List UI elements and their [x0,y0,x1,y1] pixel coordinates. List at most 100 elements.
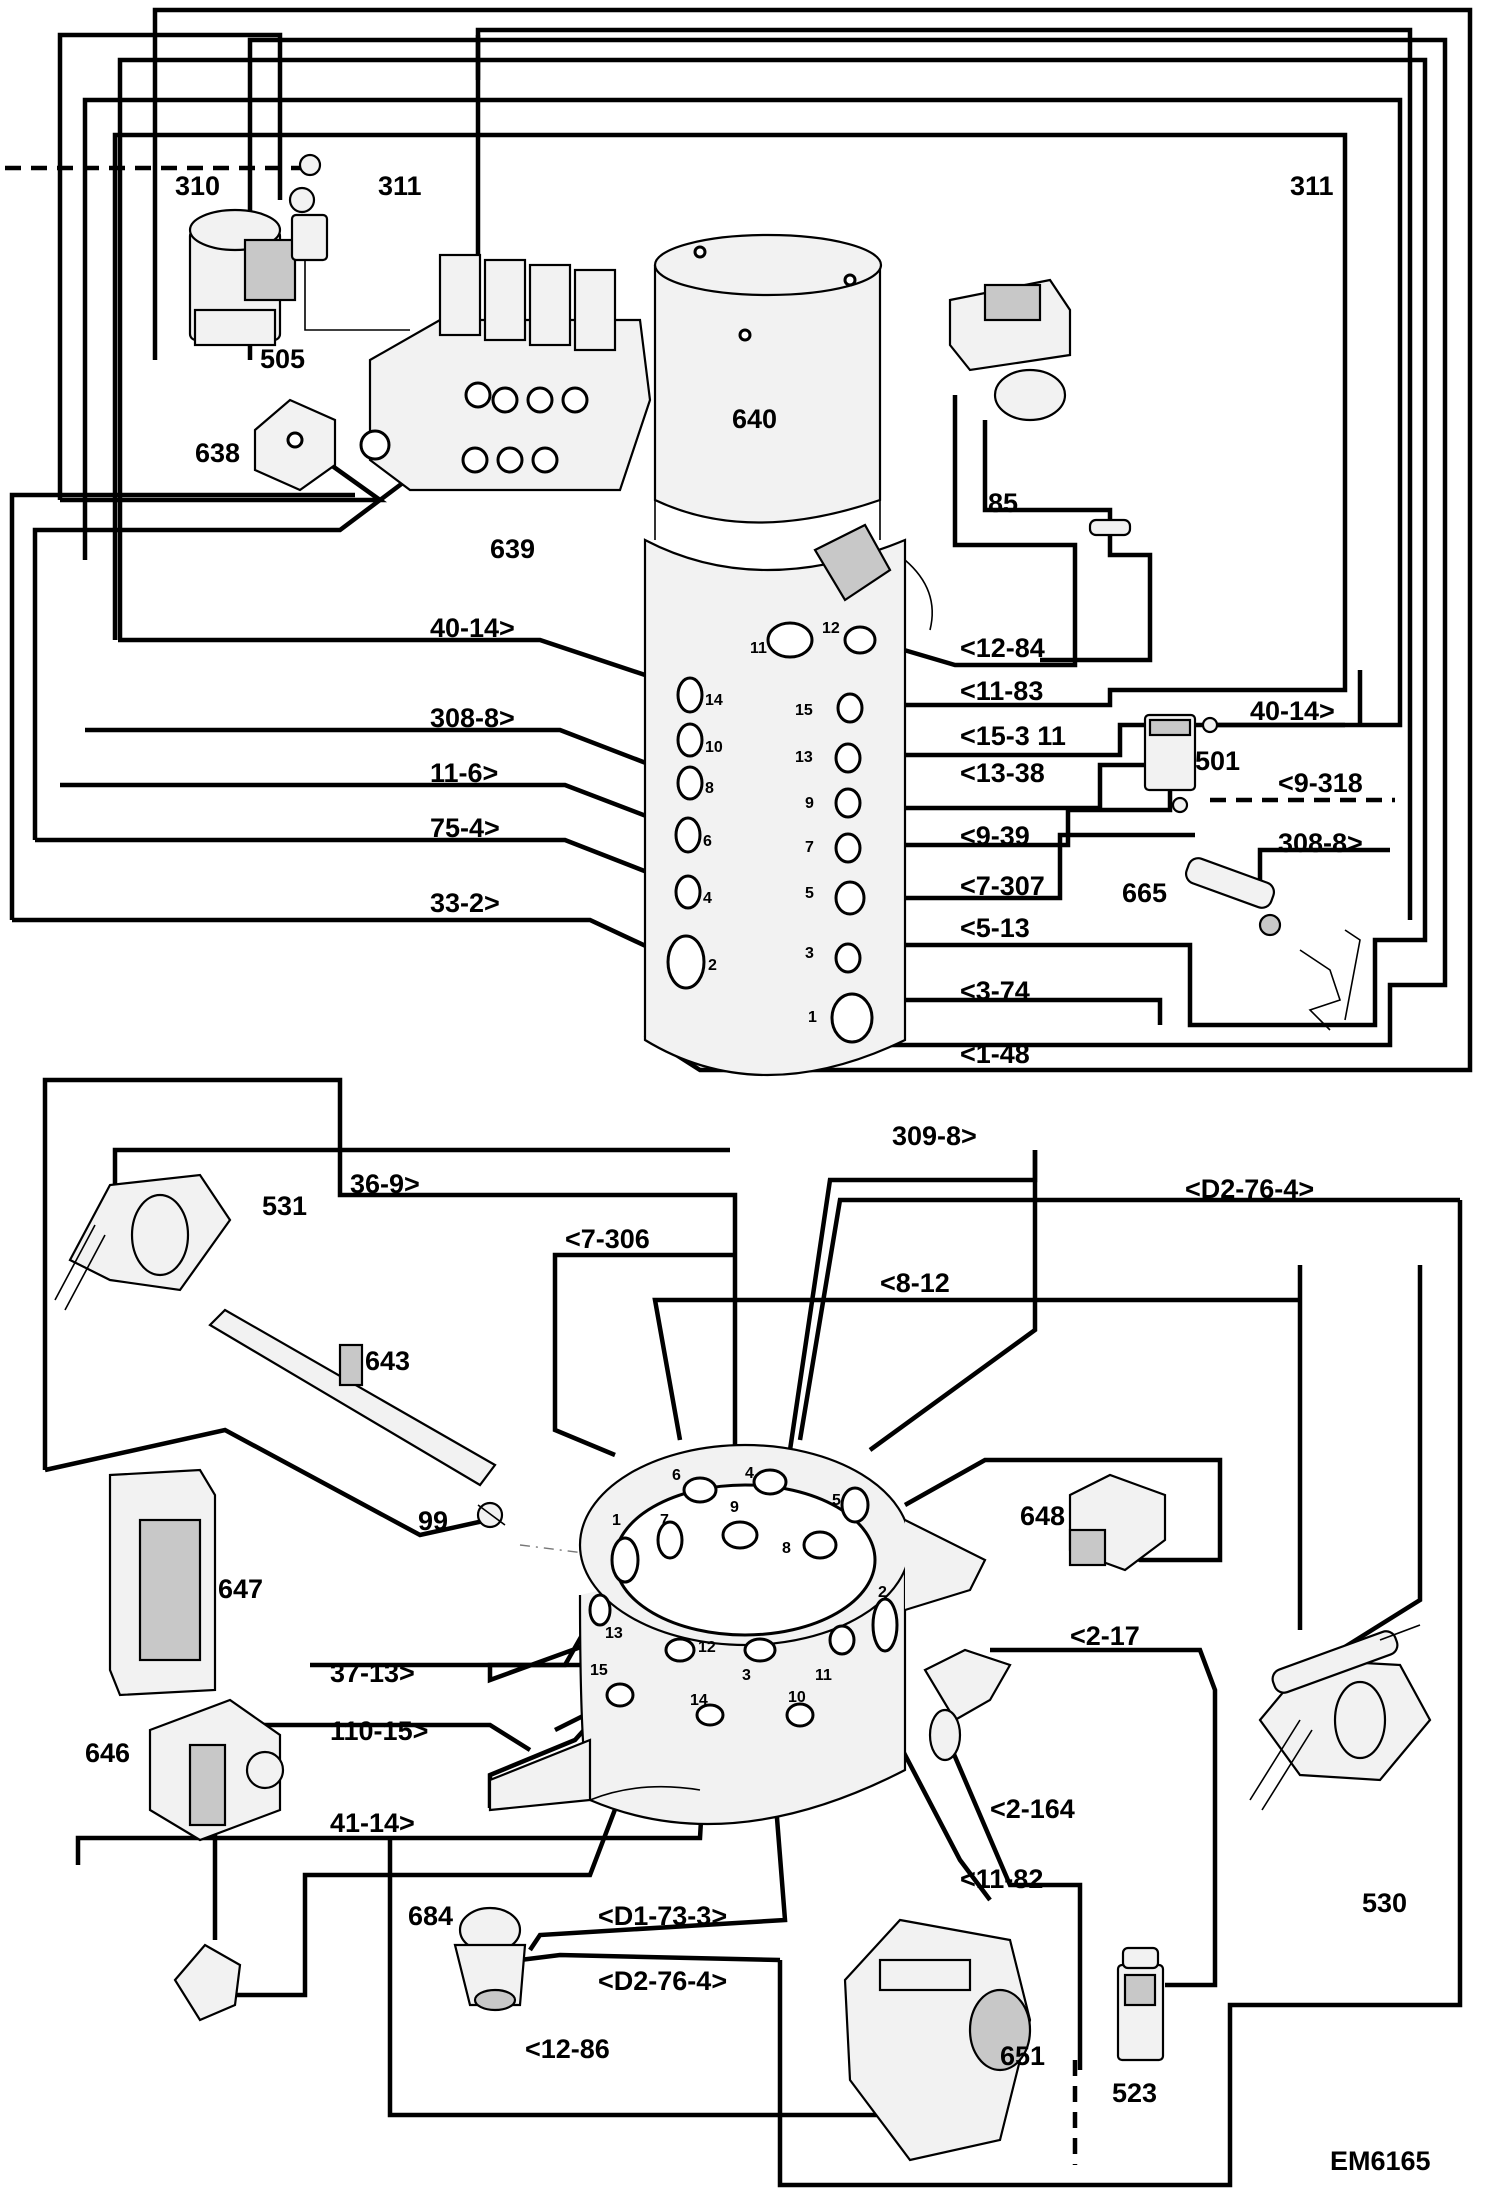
wire-99 [44,1427,489,1538]
component-684 [453,1906,527,2012]
ring-ports [588,1468,899,1728]
valve-section-3 [528,263,572,347]
wire-D2-76-4-right [777,1200,1463,2188]
relay-501-cap [1148,718,1192,737]
label-85: 85 [988,488,1018,518]
fitting-99-arm [477,1504,506,1526]
ring-port-7 [656,1520,684,1560]
pump-646-section [188,1743,227,1827]
tower-port-num: 4 [703,890,712,907]
component-643 [208,1308,497,1487]
label-41-14: 41-14> [330,1808,415,1838]
pressure-switch-311 [290,213,329,262]
valve-648-coil [1068,1528,1107,1567]
label-40-14-right: 40-14> [1250,696,1335,726]
ring-port-num: 8 [782,1540,791,1557]
axle-530-hub [1333,1680,1387,1760]
tank-bolt [843,273,857,287]
label-7-307: <7-307 [960,871,1045,901]
tank-cylinder [653,265,882,524]
wire-8-12 [652,1297,1300,1441]
component-651 [843,1918,1032,2162]
ring-port-num: 7 [660,1512,669,1529]
cylinder-rod [1379,1624,1421,1641]
tee-fitting-311 [298,153,322,177]
pump-651-rail [878,1958,972,1992]
ring-port-num: 6 [672,1467,681,1484]
valve-665-bracket [1344,929,1361,1021]
axle-530-shaft [1249,1719,1313,1811]
label-36-9: 36-9> [350,1169,420,1199]
wire-11-83 [112,132,1348,708]
valve-section-2 [483,258,527,342]
wire-2-164 [947,1744,1083,2070]
filter-body [928,1708,962,1762]
tower-port-11 [766,621,814,659]
tower-port-13 [834,742,862,774]
component-530 [1249,1658,1432,1811]
wire-12-84 [869,395,1078,668]
tower-port-num: 12 [822,620,840,637]
label-99: 99 [418,1506,448,1536]
tower-port-14 [676,676,704,714]
component-646 [148,1698,285,1842]
wire-530 [1298,1265,1423,1677]
tower-port-num: 2 [708,957,717,974]
wire-85 [982,420,1153,663]
cylinder [1271,1630,1399,1694]
ring-port-num: 9 [730,1499,739,1516]
label-12-84: <12-84 [960,633,1045,663]
ring-port-6 [682,1476,718,1504]
tower-port-num: 8 [705,780,714,797]
valve-665-end [1258,913,1282,937]
label-638: 638 [195,438,240,468]
label-D1-73-3: <D1-73-3> [598,1901,727,1931]
tower-port-num: 5 [805,885,814,902]
label-648: 648 [1020,1501,1065,1531]
ring-port-13 [588,1593,612,1627]
block-638-port [286,431,304,449]
label-523: 523 [1112,2078,1157,2108]
valve-port [531,446,559,474]
label-33-2: 33-2> [430,888,500,918]
valve-section-1 [438,253,482,337]
label-11-6: 11-6> [430,758,498,788]
tower-port-num: 10 [705,739,723,756]
label-D2-76-4: <D2-76-4> [1185,1174,1314,1204]
component-99 [476,1501,506,1529]
label-643: 643 [365,1346,410,1376]
tower-port-num: 7 [805,839,814,856]
component-639 [359,253,652,492]
label-D2-76-4-lower: <D2-76-4> [598,1966,727,1996]
label-2-17: <2-17 [1070,1621,1140,1651]
label-11-82: <11-82 [960,1864,1043,1894]
tower-port-7 [834,832,862,864]
valve-665 [1184,857,1276,909]
tower-port-12 [843,625,877,655]
component-531 [54,1173,232,1311]
valve-684-body [453,1943,527,2007]
pressure-switch-311-head [288,186,316,214]
tower-port-1 [830,992,874,1044]
ring-port-num: 15 [590,1662,608,1679]
wire-long-right [475,27,1413,920]
tower-port-15 [836,692,864,724]
wire-D2-76-4-top [797,1197,1460,1441]
tower-port-num: 13 [795,749,813,766]
valve-684-base [473,1988,517,2012]
valve-port [496,446,524,474]
label-505: 505 [260,344,305,374]
label-308-8-right: 308-8> [1278,828,1363,858]
wire-309-8-down [868,1150,1038,1452]
label-2-164: <2-164 [990,1794,1075,1824]
label-37-13: 37-13> [330,1658,415,1688]
label-8-12: <8-12 [880,1268,950,1298]
wire-33-2 [12,917,681,965]
wire-9-39 [880,790,1173,848]
valve-port [464,381,492,409]
component-638 [253,398,337,492]
tower-port-6 [674,816,702,854]
label-647: 647 [218,1574,263,1604]
ring-port-15 [605,1682,635,1708]
ring-port-num: 4 [745,1465,754,1482]
